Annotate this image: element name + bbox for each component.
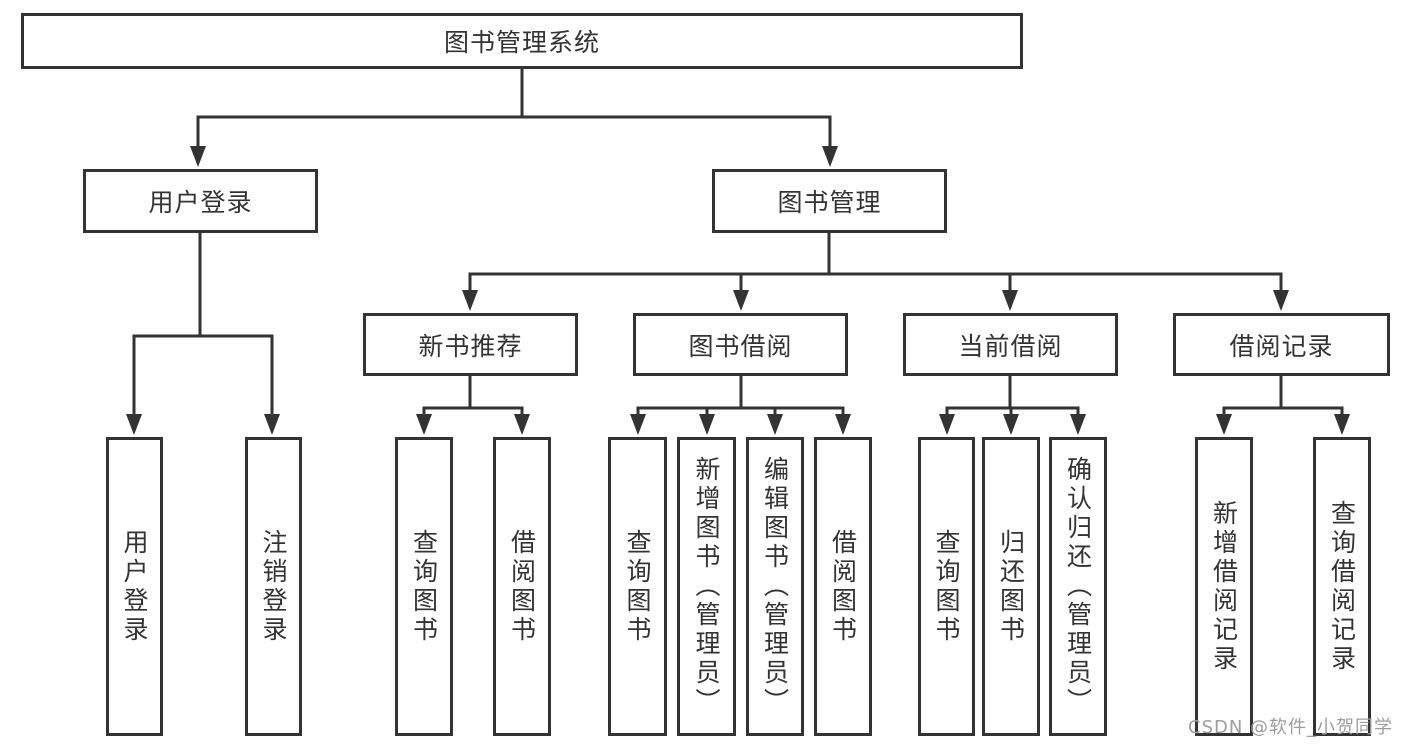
leaf-borrowing-query-books-label: 查询图书 — [623, 528, 652, 645]
leaf-records-add-record-label: 新增借阅记录 — [1209, 499, 1239, 674]
node-book-borrowing-label: 图书借阅 — [688, 331, 793, 361]
node-current-borrowing-label: 当前借阅 — [958, 331, 1063, 361]
leaf-current-return-books-label: 归还图书 — [996, 528, 1026, 645]
node-book-management: 图书管理 — [712, 169, 947, 233]
leaf-current-confirm-return-admin: 确认归还（管理员） — [1049, 437, 1107, 736]
leaf-borrowing-borrow-books-label: 借阅图书 — [828, 528, 858, 645]
leaf-borrowing-edit-books-admin: 编辑图书（管理员） — [746, 437, 804, 736]
leaf-records-query-record: 查询借阅记录 — [1313, 437, 1371, 736]
leaf-logout-label: 注销登录 — [259, 528, 288, 645]
leaf-current-confirm-return-admin-label: 确认归还（管理员） — [1063, 456, 1093, 717]
leaf-borrowing-add-books-admin-label: 新增图书（管理员） — [692, 456, 721, 717]
leaf-current-query-books: 查询图书 — [918, 437, 975, 736]
leaf-borrowing-edit-books-admin-label: 编辑图书（管理员） — [760, 456, 790, 717]
leaf-current-query-books-label: 查询图书 — [932, 528, 961, 645]
leaf-logout: 注销登录 — [245, 437, 302, 736]
node-book-management-label: 图书管理 — [777, 188, 882, 217]
watermark: CSDN @软件_小贺同学 — [1188, 717, 1394, 738]
node-new-book-recommendation: 新书推荐 — [363, 313, 578, 376]
node-current-borrowing: 当前借阅 — [903, 313, 1118, 376]
leaf-borrowing-query-books: 查询图书 — [608, 437, 667, 736]
node-user-login: 用户登录 — [83, 169, 318, 233]
node-borrowing-records: 借阅记录 — [1173, 313, 1390, 376]
node-book-borrowing: 图书借阅 — [633, 313, 848, 376]
node-user-login-label: 用户登录 — [148, 188, 253, 217]
leaf-recommend-query-books: 查询图书 — [395, 437, 453, 736]
leaf-records-query-record-label: 查询借阅记录 — [1327, 499, 1357, 674]
leaf-user-login-label: 用户登录 — [120, 528, 149, 645]
leaf-records-add-record: 新增借阅记录 — [1195, 437, 1253, 736]
leaf-recommend-query-books-label: 查询图书 — [409, 528, 439, 645]
node-root: 图书管理系统 — [21, 13, 1023, 69]
leaf-recommend-borrow-books-label: 借阅图书 — [507, 528, 537, 645]
node-borrowing-records-label: 借阅记录 — [1229, 331, 1334, 361]
leaf-user-login: 用户登录 — [106, 437, 163, 736]
leaf-current-return-books: 归还图书 — [982, 437, 1040, 736]
leaf-recommend-borrow-books: 借阅图书 — [493, 437, 551, 736]
arrowheads — [126, 146, 1350, 435]
node-root-label: 图书管理系统 — [443, 28, 600, 57]
leaf-borrowing-add-books-admin: 新增图书（管理员） — [677, 437, 736, 736]
leaf-borrowing-borrow-books: 借阅图书 — [814, 437, 872, 736]
node-new-book-recommendation-label: 新书推荐 — [418, 331, 523, 361]
